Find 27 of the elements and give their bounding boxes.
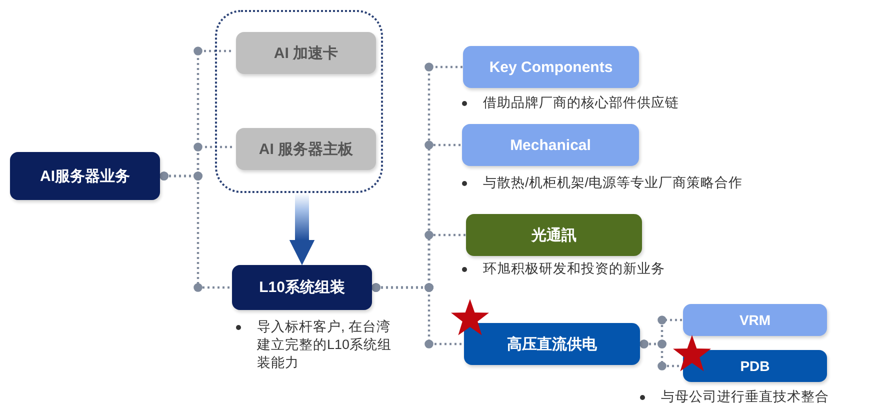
- process-box: [236, 32, 376, 74]
- process-box: [463, 46, 639, 88]
- bullet-note: 借助品牌厂商的核心部件供应链: [483, 94, 679, 112]
- process-box: [10, 152, 160, 200]
- process-box: [232, 265, 372, 310]
- box-label: 高压直流供电: [507, 334, 597, 354]
- bullet-note: 与散热/机柜机架/电源等专业厂商策略合作: [483, 174, 743, 192]
- bullet-note: 导入标杆客户, 在台湾建立完整的L10系统组装能力: [257, 318, 393, 372]
- box-label: 光通訊: [532, 226, 576, 244]
- box-label: AI 服务器主板: [258, 140, 354, 158]
- dotted-connector: [160, 172, 232, 292]
- process-box: [236, 128, 376, 170]
- box-label: AI服务器业务: [40, 166, 130, 186]
- dotted-group-frame: [215, 10, 383, 193]
- process-box: [466, 214, 642, 256]
- dotted-connector: [372, 283, 464, 348]
- process-box: [683, 304, 827, 336]
- box-label: L10系统组装: [259, 278, 345, 297]
- box-label: Key Components: [489, 58, 613, 76]
- box-label: Mechanical: [510, 136, 591, 154]
- bullet-note: 环旭积极研发和投资的新业务: [483, 260, 665, 278]
- box-label: AI 加速卡: [274, 44, 338, 62]
- process-box: [462, 124, 639, 166]
- box-label: PDB: [740, 358, 770, 374]
- bullet-note: 与母公司进行垂直技术整合: [661, 388, 829, 406]
- box-label: VRM: [739, 312, 771, 328]
- block-arrow: [289, 193, 315, 266]
